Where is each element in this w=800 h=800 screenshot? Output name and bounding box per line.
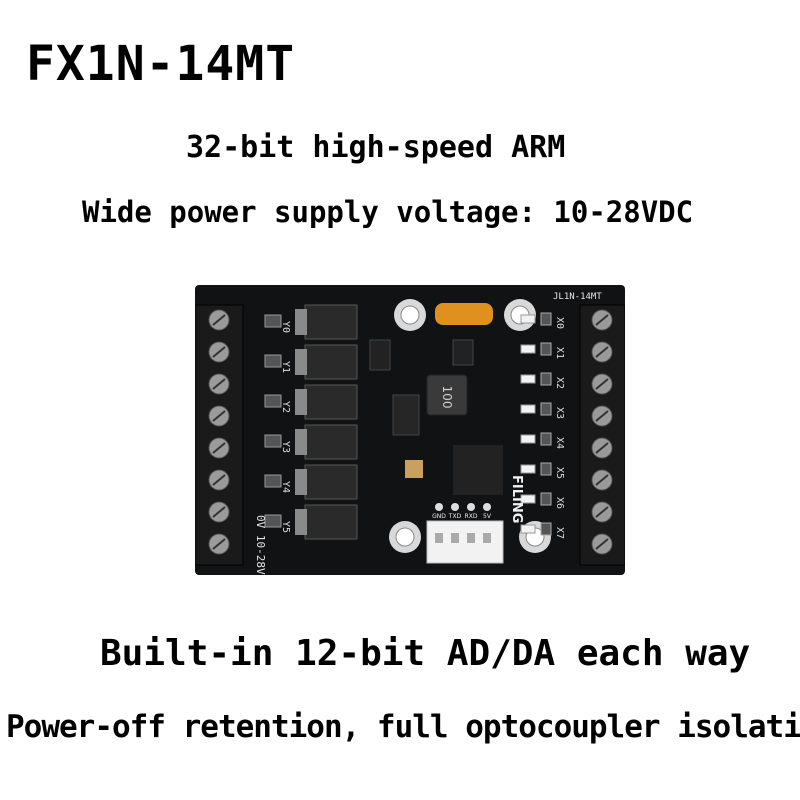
input-label: X2	[554, 377, 565, 389]
serial-pin: RXD	[465, 503, 478, 543]
input-led: X4	[520, 432, 565, 449]
ic-small	[369, 339, 391, 371]
terminal-screw	[591, 405, 613, 427]
input-led: X3	[520, 402, 565, 419]
terminal-screw	[208, 341, 230, 363]
terminal-screw	[208, 309, 230, 331]
output-transistor: Y1	[264, 344, 358, 380]
output-label: Y2	[280, 401, 291, 413]
output-transistor: Y0	[264, 304, 358, 340]
input-label: X6	[554, 497, 565, 509]
input-label: X1	[554, 347, 565, 359]
input-label: X4	[554, 437, 565, 449]
feature-adda: Built-in 12-bit AD/DA each way	[100, 633, 751, 674]
inductor-label: 100	[440, 386, 454, 409]
input-label: X7	[554, 527, 565, 539]
regulator	[392, 394, 420, 436]
capacitor	[405, 460, 423, 478]
terminal-screw	[208, 533, 230, 555]
serial-pin-label: 5V	[483, 513, 492, 520]
serial-pin: GND	[432, 503, 446, 543]
input-label: X5	[554, 467, 565, 479]
terminal-screw	[208, 405, 230, 427]
mounting-hole-bottom-left	[389, 521, 421, 553]
terminal-screw	[208, 437, 230, 459]
input-led: X5	[520, 462, 565, 479]
terminal-screw	[208, 501, 230, 523]
input-label: X0	[554, 317, 565, 329]
feature-voltage: Wide power supply voltage: 10-28VDC	[82, 195, 694, 229]
left-screws	[208, 309, 230, 555]
ic-small-2	[452, 339, 474, 366]
terminal-screw	[208, 469, 230, 491]
input-led: X0	[520, 312, 565, 329]
terminal-screw	[591, 341, 613, 363]
terminal-screw	[591, 373, 613, 395]
output-transistor: Y5	[264, 504, 358, 540]
backup-battery	[435, 303, 493, 325]
output-transistor: Y3	[264, 424, 358, 460]
serial-pin: TXD	[448, 503, 462, 543]
right-screws	[591, 309, 613, 555]
output-transistor: Y4	[264, 464, 358, 500]
serial-pin-label: TXD	[448, 513, 462, 520]
serial-pin: 5V	[483, 503, 492, 543]
product-title: FX1N-14MT	[26, 36, 296, 92]
terminal-screw	[591, 533, 613, 555]
serial-pin-label: GND	[432, 513, 446, 520]
output-label: Y3	[280, 441, 291, 453]
brand-label: FILING	[509, 475, 524, 523]
feature-isolation: Power-off retention, full optocoupler is…	[6, 709, 800, 745]
serial-pin-label: RXD	[465, 513, 478, 520]
output-label: Y5	[280, 521, 291, 533]
input-led: X1	[520, 342, 565, 359]
feature-arm: 32-bit high-speed ARM	[186, 130, 566, 165]
input-led: X2	[520, 372, 565, 389]
model-label: JL1N-14MT	[553, 292, 602, 302]
input-led: X6	[520, 492, 565, 509]
inductor	[426, 374, 468, 416]
output-label: Y1	[280, 361, 291, 373]
mcu-chip	[453, 445, 503, 495]
input-led: X7	[520, 522, 565, 539]
terminal-screw	[591, 437, 613, 459]
terminal-screw	[208, 373, 230, 395]
output-label: Y4	[280, 481, 291, 493]
terminal-screw	[591, 501, 613, 523]
terminal-screw	[591, 469, 613, 491]
power-label: 0V 10-28V	[254, 515, 267, 575]
input-label: X3	[554, 407, 565, 419]
terminal-screw	[591, 309, 613, 331]
output-label: Y0	[280, 321, 291, 333]
mounting-hole-top-left	[394, 299, 426, 331]
output-transistor: Y2	[264, 384, 358, 420]
